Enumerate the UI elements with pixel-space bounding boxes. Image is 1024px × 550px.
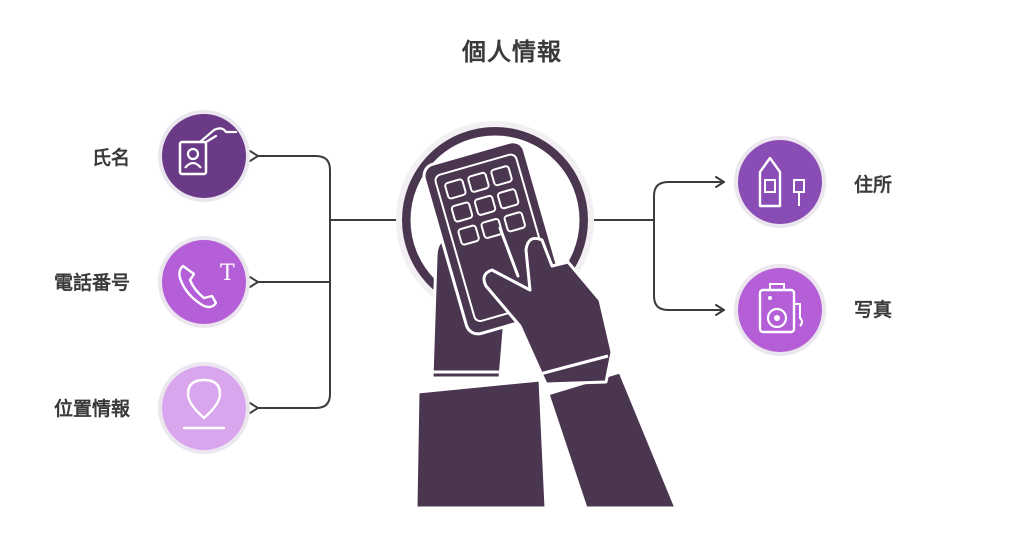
- id-card-icon: [158, 110, 250, 202]
- left-connectors: [249, 150, 403, 414]
- right-connectors: [587, 176, 725, 316]
- label-location: 位置情報: [53, 398, 130, 420]
- label-name: 氏名: [91, 147, 130, 169]
- label-photo: 写真: [854, 299, 893, 321]
- connector-location: [249, 281, 331, 414]
- diagram-title: 個人情報: [462, 38, 562, 66]
- svg-text:T: T: [220, 261, 235, 286]
- connector-photo: [653, 219, 725, 316]
- connector-address: [587, 176, 725, 221]
- connector-phone: [249, 219, 331, 288]
- location-pin-icon: [158, 362, 250, 454]
- connector-name: [249, 150, 403, 221]
- label-address: 住所: [854, 174, 893, 196]
- hands-phone-icon: [396, 121, 679, 510]
- house-mailbox-icon: [734, 136, 826, 228]
- phone-icon: T: [158, 236, 250, 328]
- label-phone: 電話番号: [53, 272, 130, 294]
- camera-icon: [734, 264, 826, 356]
